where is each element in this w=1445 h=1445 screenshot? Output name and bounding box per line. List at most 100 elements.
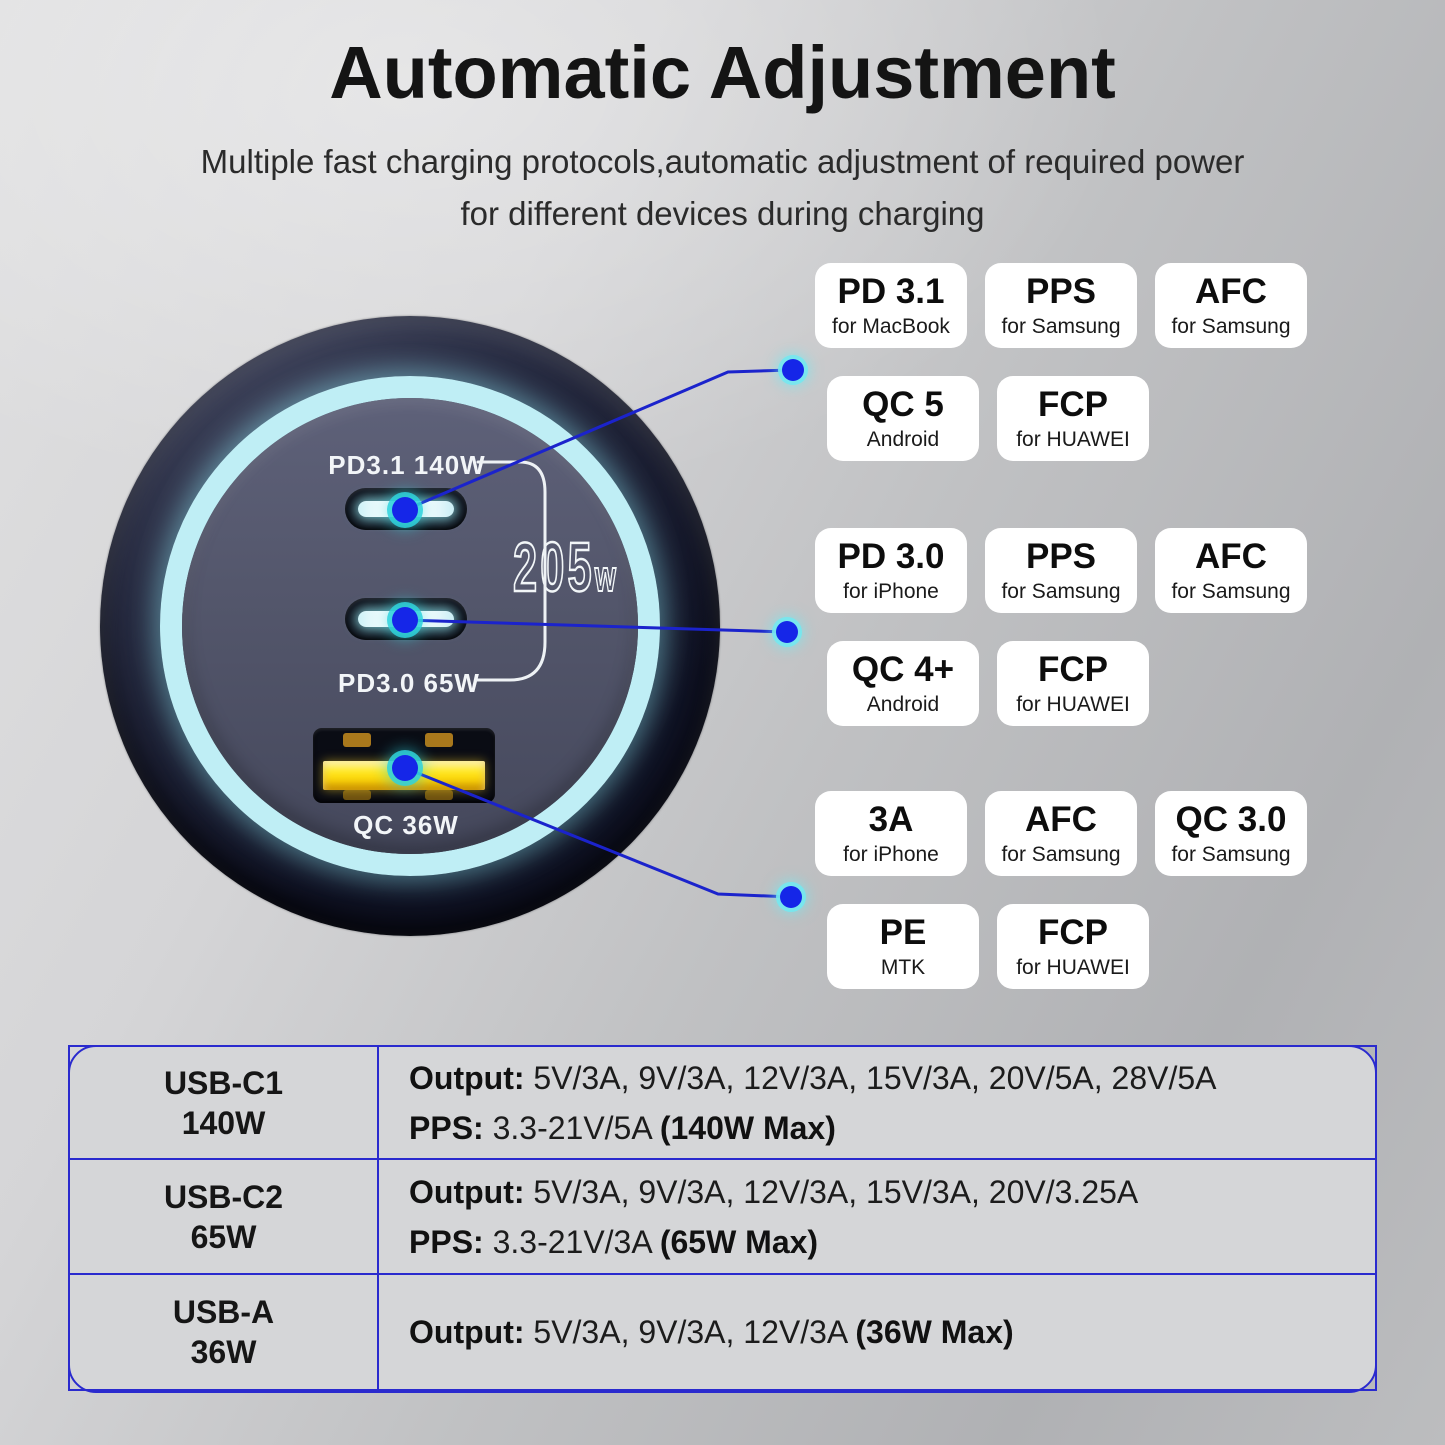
port-cell: USB-C2 65W <box>70 1160 379 1273</box>
output-values: 5V/3A, 9V/3A, 12V/3A, 15V/3A, 20V/3.25A <box>533 1173 1139 1210</box>
badge-title: PPS <box>1025 272 1097 311</box>
table-row: USB-C1 140W Output: 5V/3A, 9V/3A, 12V/3A… <box>68 1045 1377 1160</box>
total-power-value: 205 <box>512 528 595 606</box>
protocol-badge: AFC for Samsung <box>1155 263 1307 348</box>
badge-row: PD 3.1 for MacBook PPS for Samsung AFC f… <box>815 263 1307 348</box>
protocol-group-usb-c1: PD 3.1 for MacBook PPS for Samsung AFC f… <box>815 263 1307 461</box>
output-line: Output: 5V/3A, 9V/3A, 12V/3A, 15V/3A, 20… <box>409 1053 1375 1103</box>
protocol-badge: PPS for Samsung <box>985 263 1137 348</box>
spec-table-background <box>68 1045 1377 1393</box>
spec-table: USB-C1 140W Output: 5V/3A, 9V/3A, 12V/3A… <box>68 1045 1377 1393</box>
usb-a-contact-pad <box>425 733 453 747</box>
badge-title: QC 5 <box>862 385 944 424</box>
detail-cell: Output: 5V/3A, 9V/3A, 12V/3A, 15V/3A, 20… <box>379 1160 1375 1273</box>
badge-title: QC 4+ <box>851 650 955 689</box>
port-cell: USB-C1 140W <box>70 1047 379 1158</box>
badge-sub: for Samsung <box>1171 580 1291 603</box>
pps-max: (65W Max) <box>659 1223 819 1260</box>
badge-title: 3A <box>868 800 914 839</box>
protocol-badge: AFC for Samsung <box>985 791 1137 876</box>
protocol-badge: AFC for Samsung <box>1155 528 1307 613</box>
badge-sub: for MacBook <box>832 315 950 338</box>
usb-c1-connector-dot <box>392 497 418 523</box>
badge-row: QC 5 Android FCP for HUAWEI <box>827 376 1307 461</box>
badge-sub: for Samsung <box>1001 580 1121 603</box>
pps-line: PPS: 3.3-21V/3A (65W Max) <box>409 1217 1375 1267</box>
badge-title: PPS <box>1025 537 1097 576</box>
badge-sub: for HUAWEI <box>1016 428 1130 451</box>
badge-sub: for Samsung <box>1171 315 1291 338</box>
pps-label: PPS: <box>409 1109 484 1146</box>
group2-connector-dot <box>776 621 798 643</box>
badge-title: FCP <box>1038 913 1108 952</box>
usb-c1-port-label: PD3.1 140W <box>328 450 486 480</box>
badge-sub: for Samsung <box>1001 315 1121 338</box>
badge-title: AFC <box>1195 537 1267 576</box>
protocol-badge: QC 4+ Android <box>827 641 979 726</box>
pps-line: PPS: 3.3-21V/5A (140W Max) <box>409 1103 1375 1153</box>
subtitle-line-1: Multiple fast charging protocols,automat… <box>200 143 1245 180</box>
output-line: Output: 5V/3A, 9V/3A, 12V/3A, 15V/3A, 20… <box>409 1167 1375 1217</box>
protocol-badge: FCP for HUAWEI <box>997 641 1149 726</box>
page-subtitle: Multiple fast charging protocols,automat… <box>0 136 1445 240</box>
output-line: Output: 5V/3A, 9V/3A, 12V/3A (36W Max) <box>409 1307 1375 1357</box>
usb-a-connector-dot <box>392 755 418 781</box>
badge-title: FCP <box>1038 385 1108 424</box>
port-watt: 140W <box>181 1104 266 1141</box>
usb-a-contact-pad <box>343 790 371 800</box>
badge-sub: for HUAWEI <box>1016 956 1130 979</box>
output-values: 5V/3A, 9V/3A, 12V/3A, 15V/3A, 20V/5A, 28… <box>533 1059 1217 1096</box>
protocol-badge: PE MTK <box>827 904 979 989</box>
protocol-badge: 3A for iPhone <box>815 791 967 876</box>
pps-label: PPS: <box>409 1223 484 1260</box>
usb-a-contact-pad <box>343 733 371 747</box>
badge-sub: Android <box>866 693 940 716</box>
badge-sub: for Samsung <box>1001 843 1121 866</box>
usb-a-port-label: QC 36W <box>353 810 459 840</box>
output-label: Output: <box>409 1314 525 1350</box>
page-title: Automatic Adjustment <box>329 31 1116 114</box>
badge-sub: for HUAWEI <box>1016 693 1130 716</box>
group3-connector-dot <box>780 886 802 908</box>
badge-title: AFC <box>1025 800 1097 839</box>
pps-values: 3.3-21V/5A <box>492 1109 651 1146</box>
badge-title: PD 3.0 <box>837 537 945 576</box>
pps-max: (140W Max) <box>659 1109 836 1146</box>
group1-connector-dot <box>782 359 804 381</box>
protocol-badge: PPS for Samsung <box>985 528 1137 613</box>
protocol-group-usb-c2: PD 3.0 for iPhone PPS for Samsung AFC fo… <box>815 528 1307 726</box>
port-cell: USB-A 36W <box>70 1275 379 1389</box>
table-row: USB-A 36W Output: 5V/3A, 9V/3A, 12V/3A (… <box>68 1273 1377 1391</box>
badge-title: QC 3.0 <box>1175 800 1287 839</box>
badge-row: QC 4+ Android FCP for HUAWEI <box>827 641 1307 726</box>
badge-row: PD 3.0 for iPhone PPS for Samsung AFC fo… <box>815 528 1307 613</box>
port-watt: 36W <box>190 1334 257 1370</box>
protocol-badge: QC 3.0 for Samsung <box>1155 791 1307 876</box>
subtitle-line-2: for different devices during charging <box>460 195 985 232</box>
port-name: USB-C1 <box>163 1064 284 1101</box>
protocol-badge: FCP for HUAWEI <box>997 904 1149 989</box>
badge-sub: Android <box>866 428 940 451</box>
output-label: Output: <box>409 1059 525 1096</box>
badge-title: PD 3.1 <box>837 272 945 311</box>
usb-a-contact-pad <box>425 790 453 800</box>
output-label: Output: <box>409 1173 525 1210</box>
badge-title: FCP <box>1038 650 1108 689</box>
port-name: USB-A <box>172 1294 275 1330</box>
protocol-badge: FCP for HUAWEI <box>997 376 1149 461</box>
protocol-badge: PD 3.0 for iPhone <box>815 528 967 613</box>
port-watt: 65W <box>190 1218 257 1255</box>
detail-cell: Output: 5V/3A, 9V/3A, 12V/3A, 15V/3A, 20… <box>379 1047 1375 1158</box>
table-row: USB-C2 65W Output: 5V/3A, 9V/3A, 12V/3A,… <box>68 1158 1377 1275</box>
protocol-badge: QC 5 Android <box>827 376 979 461</box>
detail-cell: Output: 5V/3A, 9V/3A, 12V/3A (36W Max) <box>379 1275 1375 1389</box>
total-power-label: 205w <box>512 531 616 604</box>
usb-c2-port-label: PD3.0 65W <box>338 668 480 698</box>
badge-sub: for iPhone <box>843 843 939 866</box>
badge-row: PE MTK FCP for HUAWEI <box>827 904 1307 989</box>
badge-sub: MTK <box>880 956 926 979</box>
protocol-badge: PD 3.1 for MacBook <box>815 263 967 348</box>
usb-c2-connector-dot <box>392 607 418 633</box>
badge-sub: for Samsung <box>1171 843 1291 866</box>
total-power-unit: w <box>594 552 616 601</box>
